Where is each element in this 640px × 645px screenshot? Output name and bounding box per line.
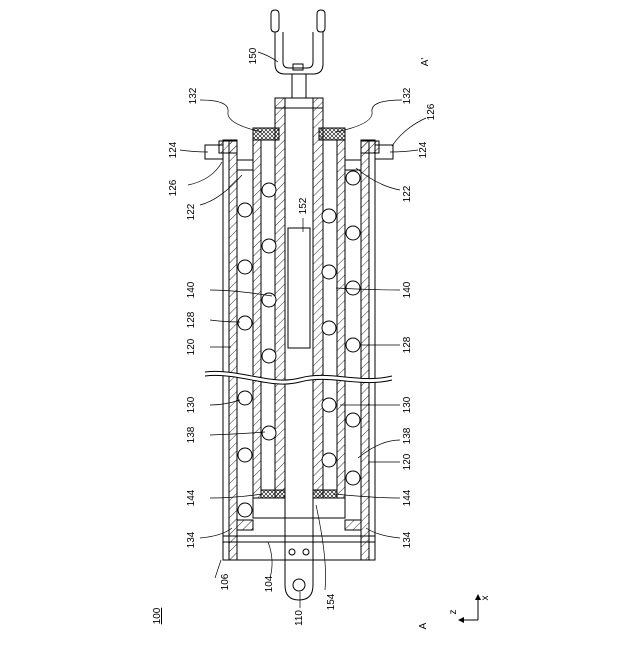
label-120-left: 120	[186, 338, 197, 355]
fork-gripper	[271, 10, 325, 98]
label-104: 104	[264, 575, 275, 592]
label-124-right: 124	[418, 141, 429, 158]
figure-number: 100	[152, 607, 163, 624]
axis-z-label: z	[448, 610, 459, 615]
label-120-right: 120	[402, 453, 413, 470]
label-144-right: 144	[402, 489, 413, 506]
label-126-right: 126	[426, 103, 437, 120]
label-150: 150	[248, 47, 259, 64]
label-130-left: 130	[186, 396, 197, 413]
label-128-left: 128	[186, 311, 197, 328]
label-126-left: 126	[168, 179, 179, 196]
top-cap	[275, 98, 323, 108]
label-134-left: 134	[186, 531, 197, 548]
central-shaft	[285, 108, 313, 568]
label-140-right: 140	[402, 281, 413, 298]
label-154: 154	[326, 593, 337, 610]
base-plate	[223, 536, 375, 600]
section-end-marker: A'	[420, 58, 431, 67]
label-138-left: 138	[186, 426, 197, 443]
axis-indicator: x z	[448, 594, 491, 623]
label-110: 110	[294, 610, 305, 626]
label-122-left: 122	[186, 203, 197, 220]
label-106: 106	[220, 573, 231, 590]
label-138-right: 138	[402, 427, 413, 444]
label-128-right: 128	[402, 336, 413, 353]
label-152: 152	[298, 197, 309, 214]
label-132-right: 132	[402, 87, 413, 104]
axis-x-label: x	[480, 596, 491, 601]
section-start-marker: A	[418, 622, 429, 629]
label-122-right: 122	[402, 185, 413, 202]
label-132-left: 132	[188, 87, 199, 104]
label-144-left: 144	[186, 489, 197, 506]
label-134-right: 134	[402, 531, 413, 548]
label-140-left: 140	[186, 281, 197, 298]
label-124-left: 124	[168, 141, 179, 158]
label-130-right: 130	[402, 396, 413, 413]
